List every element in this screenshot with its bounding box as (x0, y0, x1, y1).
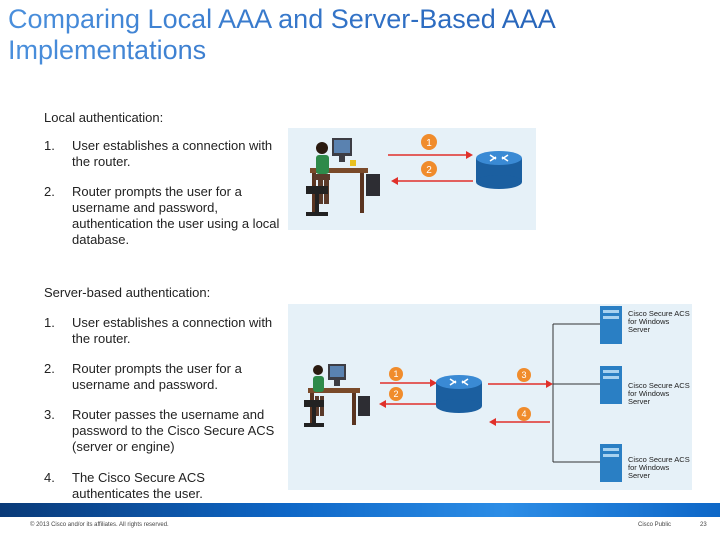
local-heading: Local authentication: (44, 110, 164, 125)
svg-text:for Windows: for Windows (628, 389, 670, 398)
user-workstation-icon (304, 364, 370, 427)
server-arrows (488, 380, 553, 426)
local-diagram: 1 2 (288, 128, 536, 230)
router-icon (476, 151, 522, 189)
title-line-1: Comparing Local AAA and Server-Based AAA (8, 4, 556, 34)
acs-server-icon: Cisco Secure ACS for Windows Server (600, 444, 690, 482)
step-badge: 1 (389, 367, 403, 381)
step-badge: 2 (389, 387, 403, 401)
acs-server-icon: Cisco Secure ACS for Windows Server (600, 306, 690, 344)
svg-text:Cisco Secure ACS: Cisco Secure ACS (628, 455, 690, 464)
title-line-2: Implementations (8, 35, 207, 65)
svg-text:Server: Server (628, 397, 651, 406)
page-number: 23 (700, 522, 707, 528)
copyright-text: © 2013 Cisco and/or its affiliates. All … (30, 522, 169, 528)
acs-server-icon: Cisco Secure ACS for Windows Server (600, 366, 690, 406)
step-badge: 4 (517, 407, 531, 421)
svg-text:Cisco Secure ACS: Cisco Secure ACS (628, 381, 690, 390)
local-diagram-svg: 1 2 (306, 134, 522, 216)
server-diagram-svg: 1 2 3 4 (304, 306, 690, 482)
svg-text:2: 2 (426, 165, 432, 176)
network-links (552, 323, 600, 463)
svg-text:for Windows: for Windows (628, 463, 670, 472)
svg-text:3: 3 (521, 370, 526, 380)
svg-text:Server: Server (628, 471, 651, 480)
slide-title: Comparing Local AAA and Server-Based AAA… (8, 4, 708, 66)
svg-text:Server: Server (628, 325, 651, 334)
svg-text:2: 2 (393, 389, 398, 399)
local-arrows (388, 151, 473, 185)
footer-bar (0, 503, 720, 517)
step-badge: 3 (517, 368, 531, 382)
svg-text:Cisco Secure ACS: Cisco Secure ACS (628, 309, 690, 318)
user-workstation-icon (306, 138, 380, 216)
svg-text:4: 4 (521, 409, 526, 419)
svg-text:1: 1 (426, 138, 432, 149)
server-diagram: 1 2 3 4 (288, 304, 692, 490)
router-icon (436, 375, 482, 413)
step-badge: 2 (421, 161, 437, 177)
server-heading: Server-based authentication: (44, 285, 211, 300)
svg-text:for Windows: for Windows (628, 317, 670, 326)
classification-text: Cisco Public (638, 522, 672, 528)
step-badge: 1 (421, 134, 437, 150)
client-arrows (379, 379, 437, 408)
svg-text:1: 1 (393, 369, 398, 379)
